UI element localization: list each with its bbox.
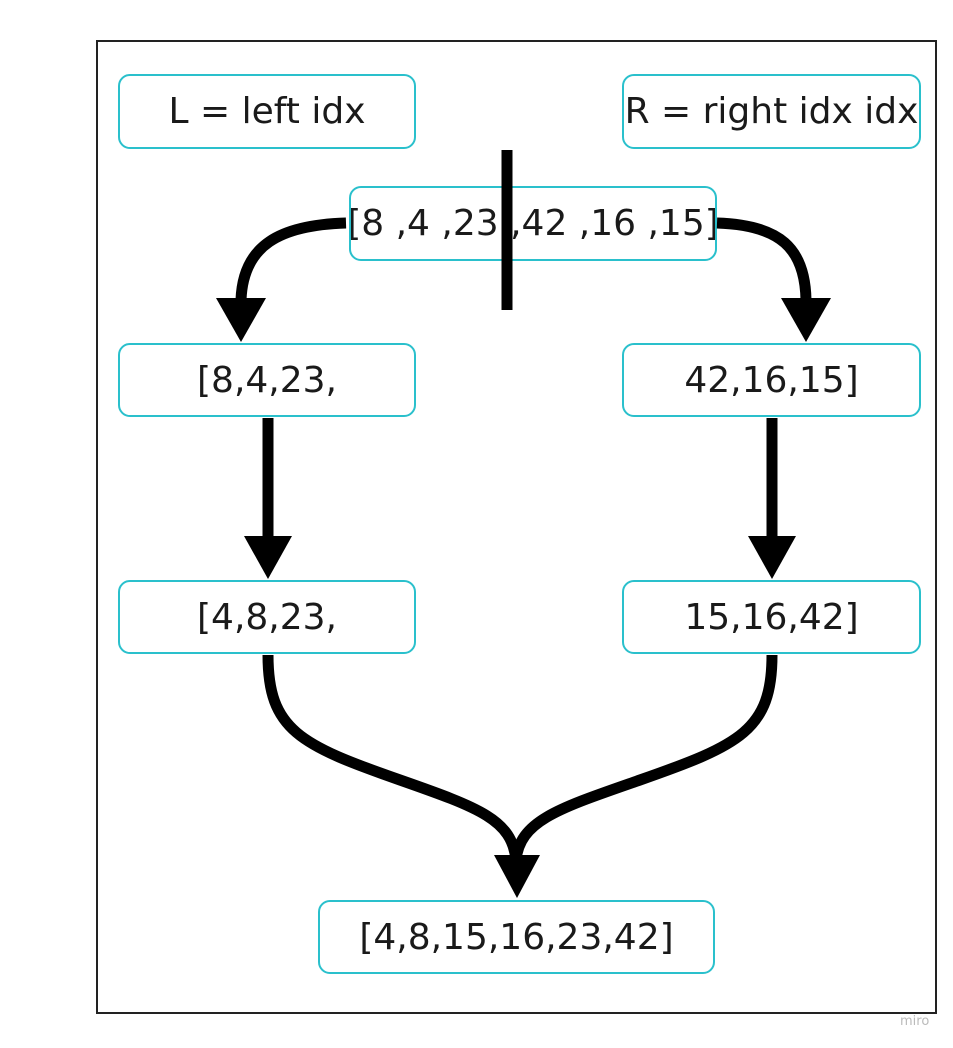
- left-half-node: [8,4,23,: [118, 343, 416, 417]
- left-index-label: L = left idx: [118, 74, 416, 149]
- source-array-node: [8 ,4 ,23 ,42 ,16 ,15]: [349, 186, 717, 261]
- right-sorted-node: 15,16,42]: [622, 580, 921, 654]
- miro-watermark: miro: [900, 1014, 930, 1029]
- right-half-node: 42,16,15]: [622, 343, 921, 417]
- left-sorted-node: [4,8,23,: [118, 580, 416, 654]
- merged-array-node: [4,8,15,16,23,42]: [318, 900, 715, 974]
- right-index-label: R = right idx idx: [622, 74, 921, 149]
- diagram-frame: [96, 40, 937, 1014]
